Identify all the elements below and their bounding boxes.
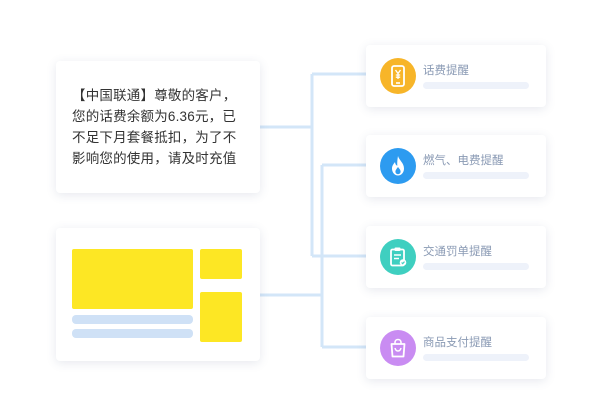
reminder-placeholder-bar [423, 82, 529, 89]
reminder-label: 交通罚单提醒 [423, 246, 492, 258]
layout-text-bar-1 [72, 315, 193, 324]
reminder-placeholder-bar [423, 172, 529, 179]
layout-text-bar-2 [72, 329, 193, 338]
shopping-bag-icon [380, 330, 416, 366]
reminder-placeholder-bar [423, 263, 529, 270]
reminder-card-traffic-ticket[interactable]: 交通罚单提醒 [366, 226, 546, 288]
content-layout-card [56, 228, 260, 361]
layout-small-block-bottom [200, 292, 242, 342]
layout-small-block-top [200, 249, 242, 279]
reminder-label: 话费提醒 [423, 65, 469, 77]
connector-layout [260, 163, 366, 349]
mobile-yuan-icon [380, 58, 416, 94]
layout-main-block [72, 249, 193, 309]
flame-icon [380, 148, 416, 184]
ticket-clipboard-icon [380, 239, 416, 275]
connector-sms [260, 72, 366, 258]
reminder-label: 商品支付提醒 [423, 337, 492, 349]
reminder-label: 燃气、电费提醒 [423, 155, 504, 167]
reminder-card-utilities[interactable]: 燃气、电费提醒 [366, 135, 546, 197]
sms-message-text: 【中国联通】尊敬的客户，您的话费余额为6.36元，已不足下月套餐抵扣，为了不影响… [72, 88, 237, 166]
sms-message-card: 【中国联通】尊敬的客户，您的话费余额为6.36元，已不足下月套餐抵扣，为了不影响… [56, 61, 260, 193]
reminder-card-product-payment[interactable]: 商品支付提醒 [366, 317, 546, 379]
reminder-placeholder-bar [423, 354, 529, 361]
reminder-card-phone-bill[interactable]: 话费提醒 [366, 45, 546, 107]
